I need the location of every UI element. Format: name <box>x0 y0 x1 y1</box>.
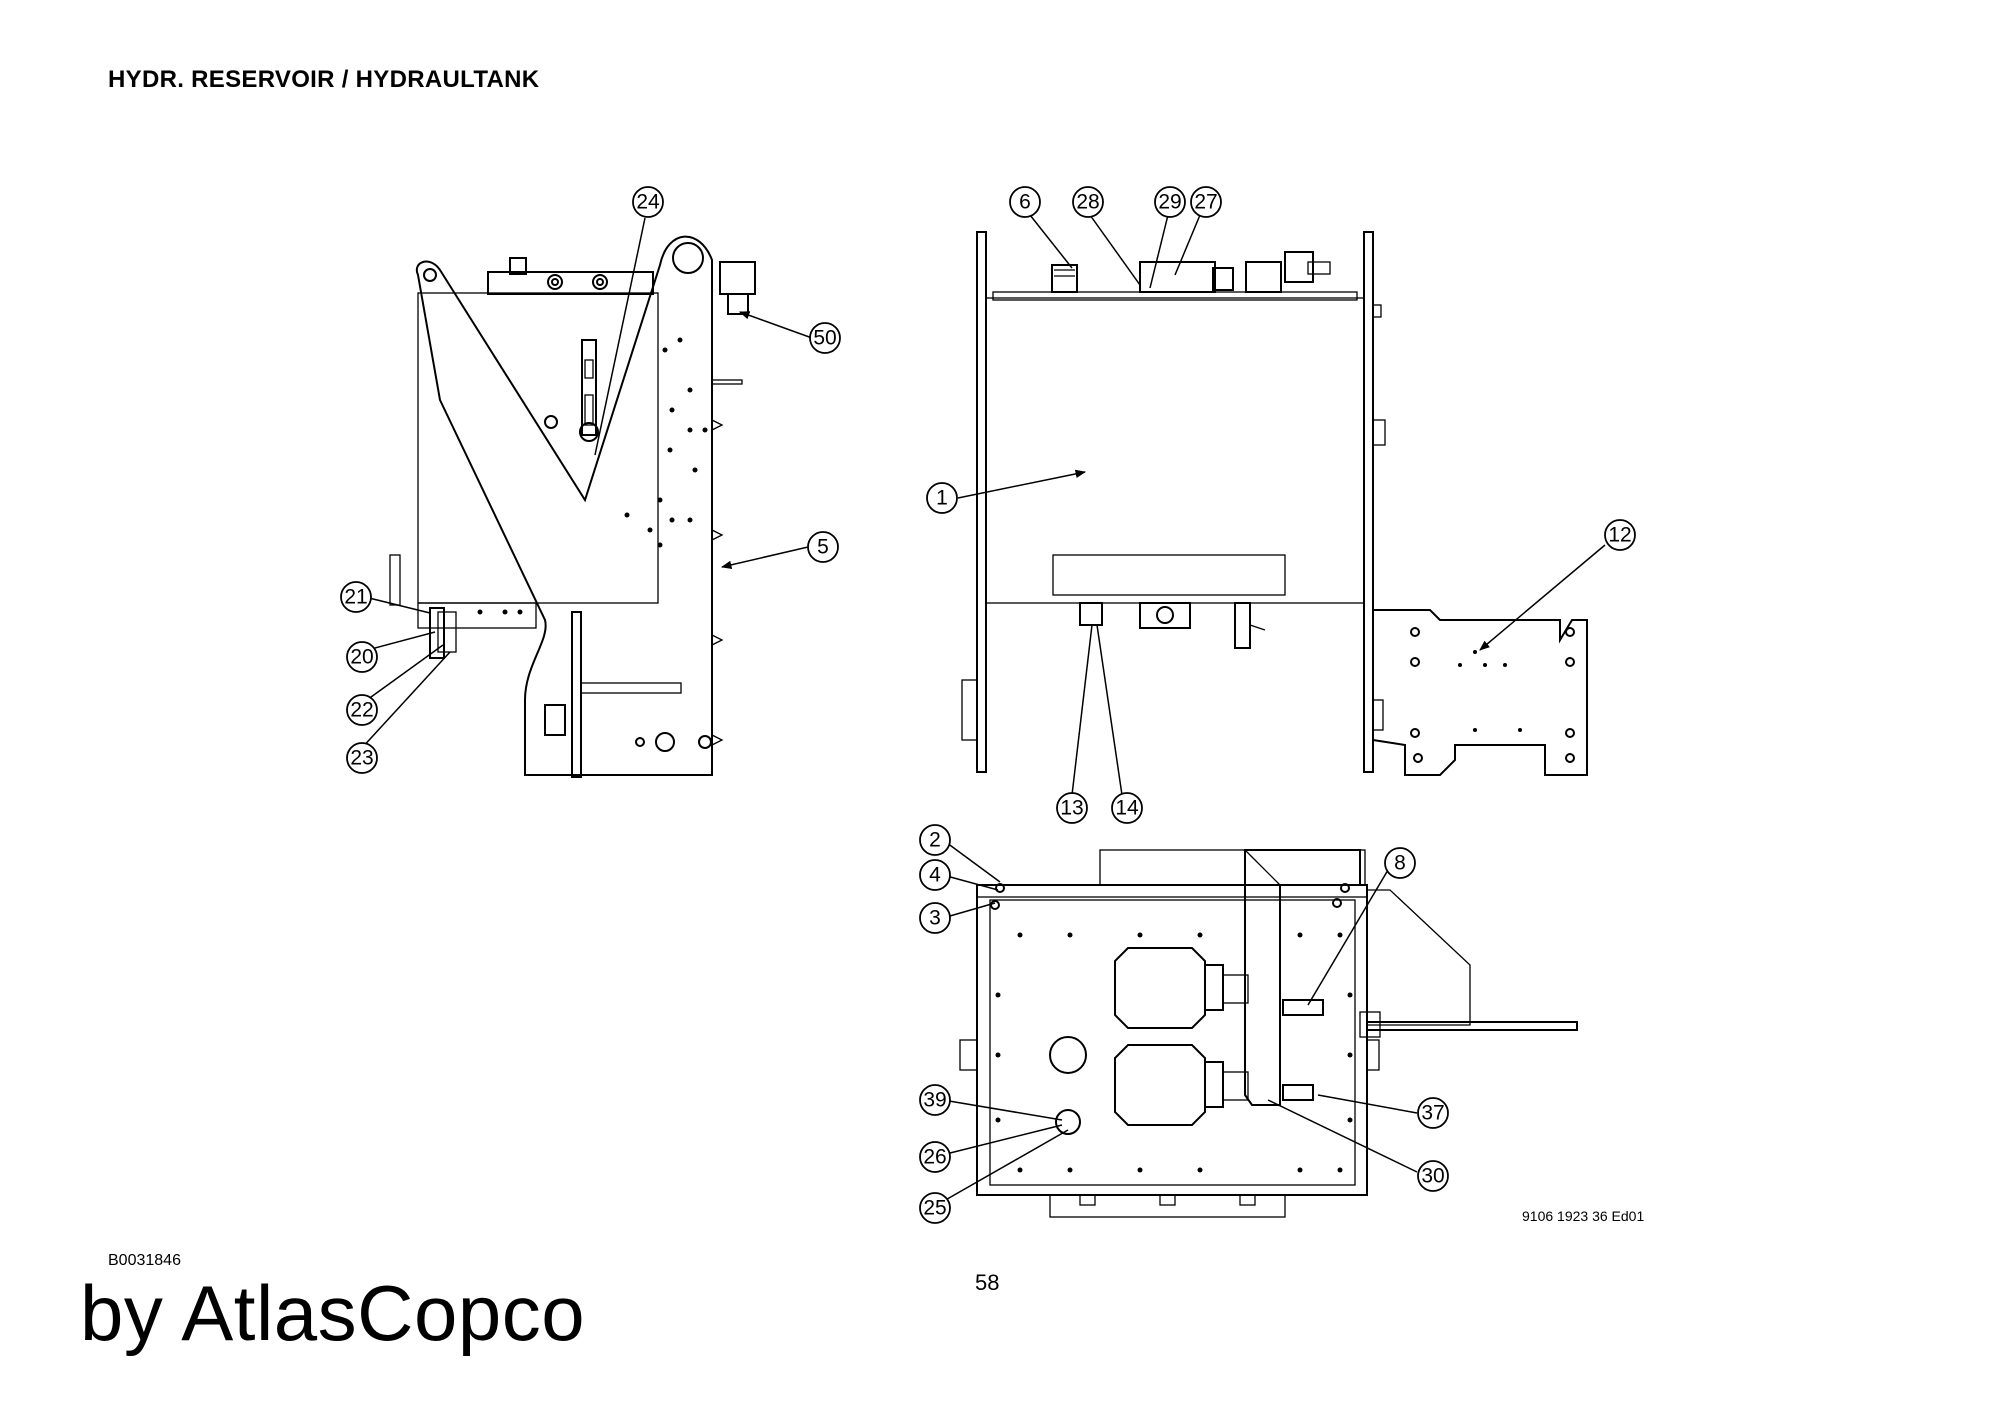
balloon-26: 26 <box>919 1141 951 1173</box>
balloon-8: 8 <box>1384 847 1416 879</box>
drawing-number: 9106 1923 36 Ed01 <box>1522 1208 1645 1224</box>
balloon-29: 29 <box>1154 186 1186 218</box>
svg-text:6: 6 <box>1019 191 1031 214</box>
balloon-50: 50 <box>809 322 841 354</box>
document-reference: B0031846 <box>108 1252 181 1269</box>
svg-text:21: 21 <box>344 586 367 609</box>
svg-text:28: 28 <box>1076 191 1099 214</box>
top-view <box>959 849 1578 1218</box>
balloon-4: 4 <box>919 859 951 891</box>
svg-text:13: 13 <box>1060 797 1083 820</box>
balloon-12: 12 <box>1604 519 1636 551</box>
balloon-13: 13 <box>1056 792 1088 824</box>
svg-text:50: 50 <box>813 327 836 350</box>
side-view <box>389 235 756 778</box>
svg-text:5: 5 <box>817 536 829 559</box>
page-title: HYDR. RESERVOIR / HYDRAULTANK <box>108 66 540 93</box>
balloon-30: 30 <box>1417 1160 1449 1192</box>
page-number: 58 <box>975 1270 1000 1295</box>
balloon-37: 37 <box>1417 1097 1449 1129</box>
balloon-39: 39 <box>919 1084 951 1116</box>
balloon-1: 1 <box>926 482 958 514</box>
balloon-27: 27 <box>1190 186 1222 218</box>
balloon-28: 28 <box>1072 186 1104 218</box>
balloon-24: 24 <box>632 186 664 218</box>
svg-text:4: 4 <box>929 864 941 887</box>
brand-logo-text: by AtlasCopco <box>80 1269 586 1357</box>
svg-text:23: 23 <box>350 747 373 770</box>
balloon-14: 14 <box>1111 792 1143 824</box>
svg-text:2: 2 <box>929 829 941 852</box>
svg-text:8: 8 <box>1394 852 1406 875</box>
svg-text:37: 37 <box>1421 1102 1444 1125</box>
svg-text:20: 20 <box>350 646 373 669</box>
svg-text:30: 30 <box>1421 1165 1444 1188</box>
svg-text:27: 27 <box>1194 191 1217 214</box>
balloon-22: 22 <box>346 694 378 726</box>
front-view <box>961 231 1588 776</box>
balloon-25: 25 <box>919 1192 951 1224</box>
svg-text:39: 39 <box>923 1089 946 1112</box>
svg-text:12: 12 <box>1608 524 1631 547</box>
balloon-21: 21 <box>340 581 372 613</box>
svg-text:22: 22 <box>350 699 373 722</box>
svg-text:29: 29 <box>1158 191 1181 214</box>
balloon-20: 20 <box>346 641 378 673</box>
leader-lines <box>359 214 1606 1203</box>
svg-text:26: 26 <box>923 1146 946 1169</box>
balloon-3: 3 <box>919 902 951 934</box>
svg-text:25: 25 <box>923 1197 946 1220</box>
balloon-2: 2 <box>919 824 951 856</box>
balloon-5: 5 <box>807 531 839 563</box>
balloon-6: 6 <box>1009 186 1041 218</box>
svg-text:14: 14 <box>1115 797 1139 820</box>
svg-text:1: 1 <box>936 487 948 510</box>
svg-text:3: 3 <box>929 907 941 930</box>
svg-text:24: 24 <box>636 191 660 214</box>
balloon-23: 23 <box>346 742 378 774</box>
